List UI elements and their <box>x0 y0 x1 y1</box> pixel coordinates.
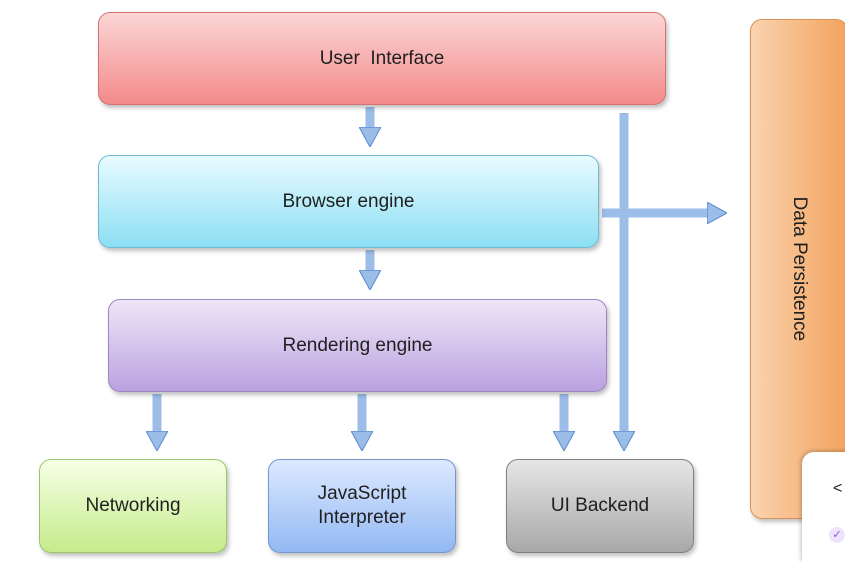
user-interface-label: User Interface <box>319 47 445 69</box>
check-icon[interactable]: ✓ <box>829 527 845 543</box>
connector-arrows <box>0 107 845 549</box>
javascript-interpreter-line-1: JavaScript <box>317 483 407 505</box>
ui-backend-label: UI Backend <box>550 495 650 517</box>
javascript-interpreter-line-2: Interpreter <box>318 507 406 528</box>
rendering-engine-box: Rendering engine <box>108 299 607 392</box>
rendering-engine-label: Rendering engine <box>282 334 433 356</box>
browser-engine-label: Browser engine <box>282 190 415 212</box>
javascript-interpreter-label: JavaScript Interpreter <box>318 482 407 530</box>
browser-engine-box: Browser engine <box>98 155 599 248</box>
overlay-popup-card[interactable] <box>802 452 845 562</box>
data-persistence-label: Data Persistence <box>788 196 810 342</box>
javascript-interpreter-box: JavaScript Interpreter <box>268 459 456 553</box>
ui-backend-box: UI Backend <box>506 459 694 553</box>
data-persistence-box: Data Persistence <box>750 19 845 519</box>
user-interface-box: User Interface <box>98 12 666 105</box>
networking-label: Networking <box>85 495 181 517</box>
overlay-popup-text: < <box>833 480 843 497</box>
networking-box: Networking <box>39 459 227 553</box>
